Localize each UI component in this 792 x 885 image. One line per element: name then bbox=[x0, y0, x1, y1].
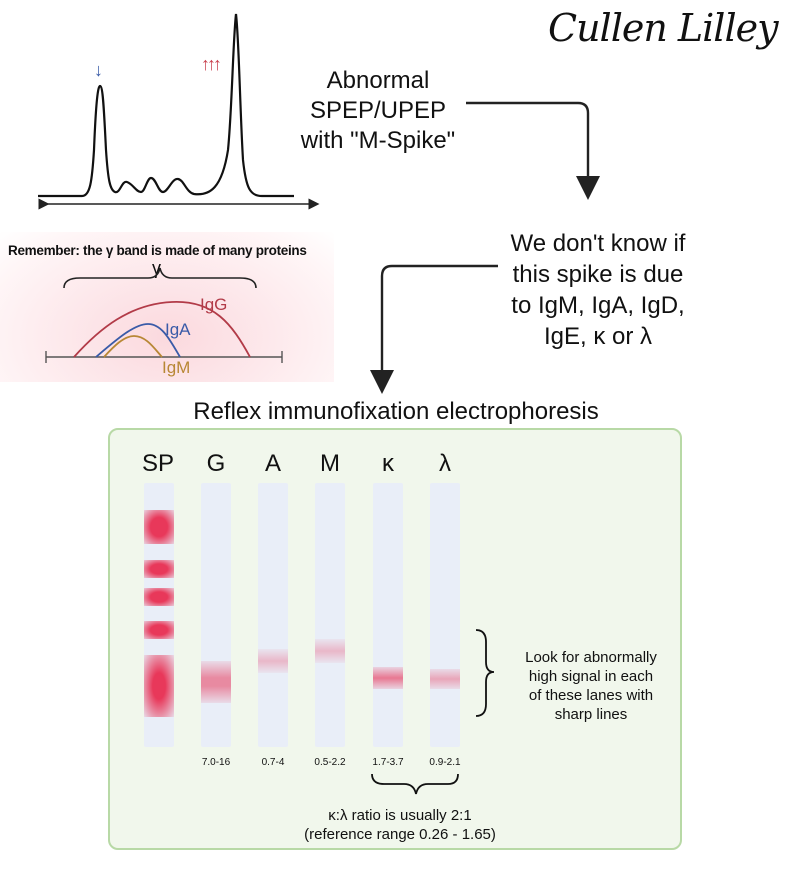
look-note-line: sharp lines bbox=[554, 706, 628, 723]
sp-band bbox=[144, 510, 174, 544]
iga-label: IgA bbox=[165, 320, 191, 339]
gamma-letter: γ bbox=[152, 258, 161, 278]
spep-curve bbox=[38, 13, 294, 198]
ratio-line: κ:λ ratio is usually 2:1 bbox=[328, 807, 472, 824]
albumin-down-arrow-icon: ↓ bbox=[94, 60, 103, 80]
igm-label: IgM bbox=[162, 358, 191, 377]
g-band bbox=[201, 661, 231, 703]
look-note-line: high signal in each bbox=[528, 668, 654, 685]
sp-band bbox=[144, 655, 174, 717]
range-a: 0.7-4 bbox=[261, 757, 285, 768]
gamma-brace bbox=[63, 267, 257, 289]
ratio-brace bbox=[371, 773, 459, 795]
lane-header-m: M bbox=[320, 450, 340, 477]
lane-header-a: A bbox=[264, 450, 281, 477]
iga-curve bbox=[95, 323, 181, 358]
lane-lambda bbox=[430, 483, 460, 747]
unknown-line: We don't know if bbox=[510, 230, 686, 257]
lane-header-sp: SP bbox=[141, 450, 174, 477]
look-for-note: Look for abnormally high signal in each … bbox=[496, 648, 686, 724]
range-kappa: 1.7-3.7 bbox=[372, 757, 404, 768]
sp-band bbox=[144, 621, 174, 639]
m-band bbox=[315, 639, 345, 663]
lane-header-lambda: λ bbox=[439, 450, 451, 477]
lane-m bbox=[315, 483, 345, 747]
lanes-brace bbox=[475, 629, 495, 717]
lane-header-g: G bbox=[206, 450, 226, 477]
unknown-line: this spike is due bbox=[512, 261, 684, 288]
gamma-reminder-note: Remember: the γ band is made of many pro… bbox=[8, 243, 307, 258]
author-signature: Cullen Lilley bbox=[548, 6, 779, 50]
spep-title: Abnormal SPEP/UPEP with "M-Spike" bbox=[288, 66, 468, 156]
sp-band bbox=[144, 560, 174, 578]
range-m: 0.5-2.2 bbox=[314, 757, 346, 768]
unknown-cause-text: We don't know if this spike is due to Ig… bbox=[478, 228, 718, 352]
ratio-line: (reference range 0.26 - 1.65) bbox=[304, 826, 496, 843]
spep-title-line: SPEP/UPEP bbox=[309, 97, 447, 124]
sp-band bbox=[144, 588, 174, 606]
gamma-up-arrows-icon: ↑↑↑ bbox=[201, 54, 222, 74]
arrow-to-ife bbox=[370, 264, 498, 394]
lane-sp bbox=[144, 483, 174, 747]
kappa-band bbox=[373, 667, 403, 689]
lambda-band bbox=[430, 669, 460, 689]
spep-title-line: Abnormal bbox=[326, 67, 430, 94]
lane-g bbox=[201, 483, 231, 747]
look-note-line: of these lanes with bbox=[528, 687, 654, 704]
igg-label: IgG bbox=[200, 295, 228, 314]
range-lambda: 0.9-2.1 bbox=[429, 757, 461, 768]
look-note-line: Look for abnormally bbox=[525, 649, 657, 666]
arrow-to-unknown bbox=[466, 101, 600, 200]
lane-a bbox=[258, 483, 288, 747]
unknown-line: to IgM, IgA, IgD, bbox=[511, 292, 685, 319]
unknown-line: IgE, κ or λ bbox=[543, 323, 653, 350]
a-band bbox=[258, 649, 288, 673]
gamma-curves bbox=[45, 267, 283, 363]
kappa-lambda-ratio-note: κ:λ ratio is usually 2:1 (reference rang… bbox=[270, 806, 530, 844]
igg-curve bbox=[73, 301, 251, 358]
lane-kappa bbox=[373, 483, 403, 747]
range-g: 7.0-16 bbox=[201, 757, 231, 768]
spep-title-line: with "M-Spike" bbox=[300, 127, 456, 154]
ife-title: Reflex immunofixation electrophoresis bbox=[193, 398, 599, 425]
lane-header-kappa: κ bbox=[382, 450, 394, 477]
igm-curve bbox=[103, 335, 163, 358]
